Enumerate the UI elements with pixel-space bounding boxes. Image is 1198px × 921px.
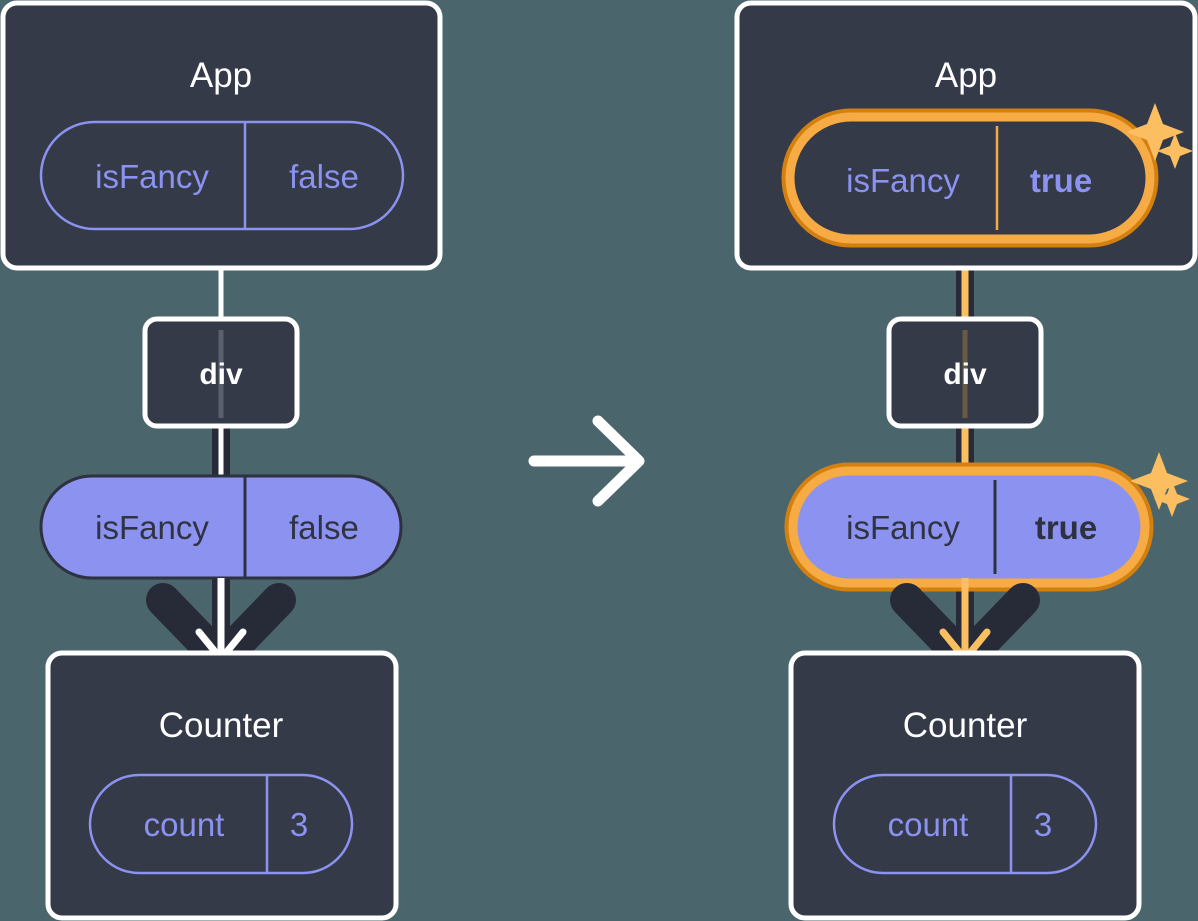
pill-outline-shape xyxy=(88,773,354,875)
div-label-left: div xyxy=(199,358,243,391)
pill-key-label: isFancy xyxy=(846,162,960,199)
app-title-left: App xyxy=(190,56,252,95)
pill-key-label: count xyxy=(888,806,969,843)
counter-box-left xyxy=(45,650,399,921)
sparkle-large-icon xyxy=(1130,452,1188,510)
panel-after: App isFancy true div xyxy=(734,0,1198,921)
app-box-left xyxy=(0,0,443,271)
highlight-ring-inner xyxy=(788,466,1150,588)
div-box-left: div xyxy=(142,316,300,429)
sparkle-small-icon xyxy=(1157,133,1193,169)
pill-key-label: isFancy xyxy=(95,509,209,546)
pill-outline-shape xyxy=(832,773,1098,875)
pill-outline-shape xyxy=(39,120,405,231)
prop-pill-left: isFancy false xyxy=(39,474,403,580)
panel-before: App isFancy false div isFancy false xyxy=(0,0,443,921)
transition-arrow xyxy=(528,415,645,507)
sparkle-small-icon xyxy=(1154,481,1190,517)
highlight-ring-inner xyxy=(785,112,1155,244)
counter-box-right xyxy=(788,650,1142,921)
app-state-pill-left: isFancy false xyxy=(39,120,405,231)
prop-pill-right: isFancy true xyxy=(784,462,1154,592)
pill-value-label: false xyxy=(289,158,359,195)
pill-value-label: 3 xyxy=(290,806,308,843)
app-title-right: App xyxy=(935,56,997,95)
pill-key-label: isFancy xyxy=(95,158,209,195)
pill-value-label: 3 xyxy=(1034,806,1052,843)
pill-value-label: false xyxy=(289,509,359,546)
counter-state-pill-left: count 3 xyxy=(88,773,354,875)
sparkle-large-icon xyxy=(1126,103,1184,161)
counter-title-left: Counter xyxy=(159,706,284,745)
counter-state-pill-right: count 3 xyxy=(832,773,1098,875)
counter-title-right: Counter xyxy=(903,706,1028,745)
pill-value-label: true xyxy=(1035,509,1097,546)
div-box-right: div xyxy=(886,316,1044,429)
div-label-right: div xyxy=(943,358,987,391)
pill-key-label: count xyxy=(144,806,225,843)
app-state-pill-right: isFancy true xyxy=(781,108,1159,248)
pill-key-label: isFancy xyxy=(846,509,960,546)
pill-value-label: true xyxy=(1030,162,1092,199)
